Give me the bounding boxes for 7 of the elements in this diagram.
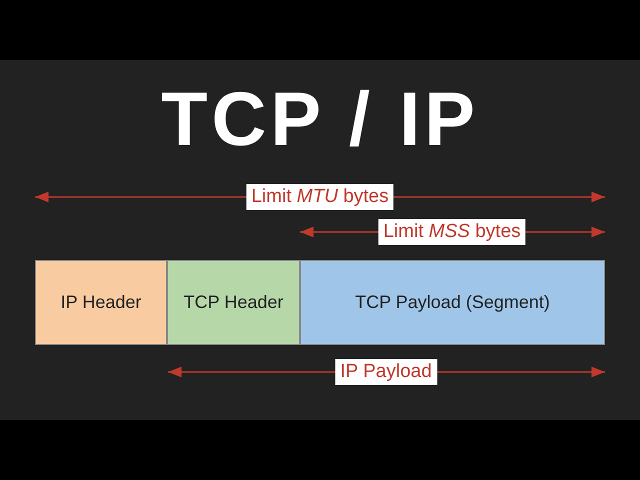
dimension-label: Limit MTU bytes bbox=[246, 184, 394, 210]
packet-field-box: IP Header bbox=[35, 260, 167, 345]
packet-field-box: TCP Payload (Segment) bbox=[300, 260, 605, 345]
packet-field-box: TCP Header bbox=[167, 260, 300, 345]
dimension-label: IP Payload bbox=[335, 359, 437, 385]
dimension-label: Limit MSS bytes bbox=[378, 219, 526, 245]
title: TCP / IP bbox=[161, 77, 479, 162]
